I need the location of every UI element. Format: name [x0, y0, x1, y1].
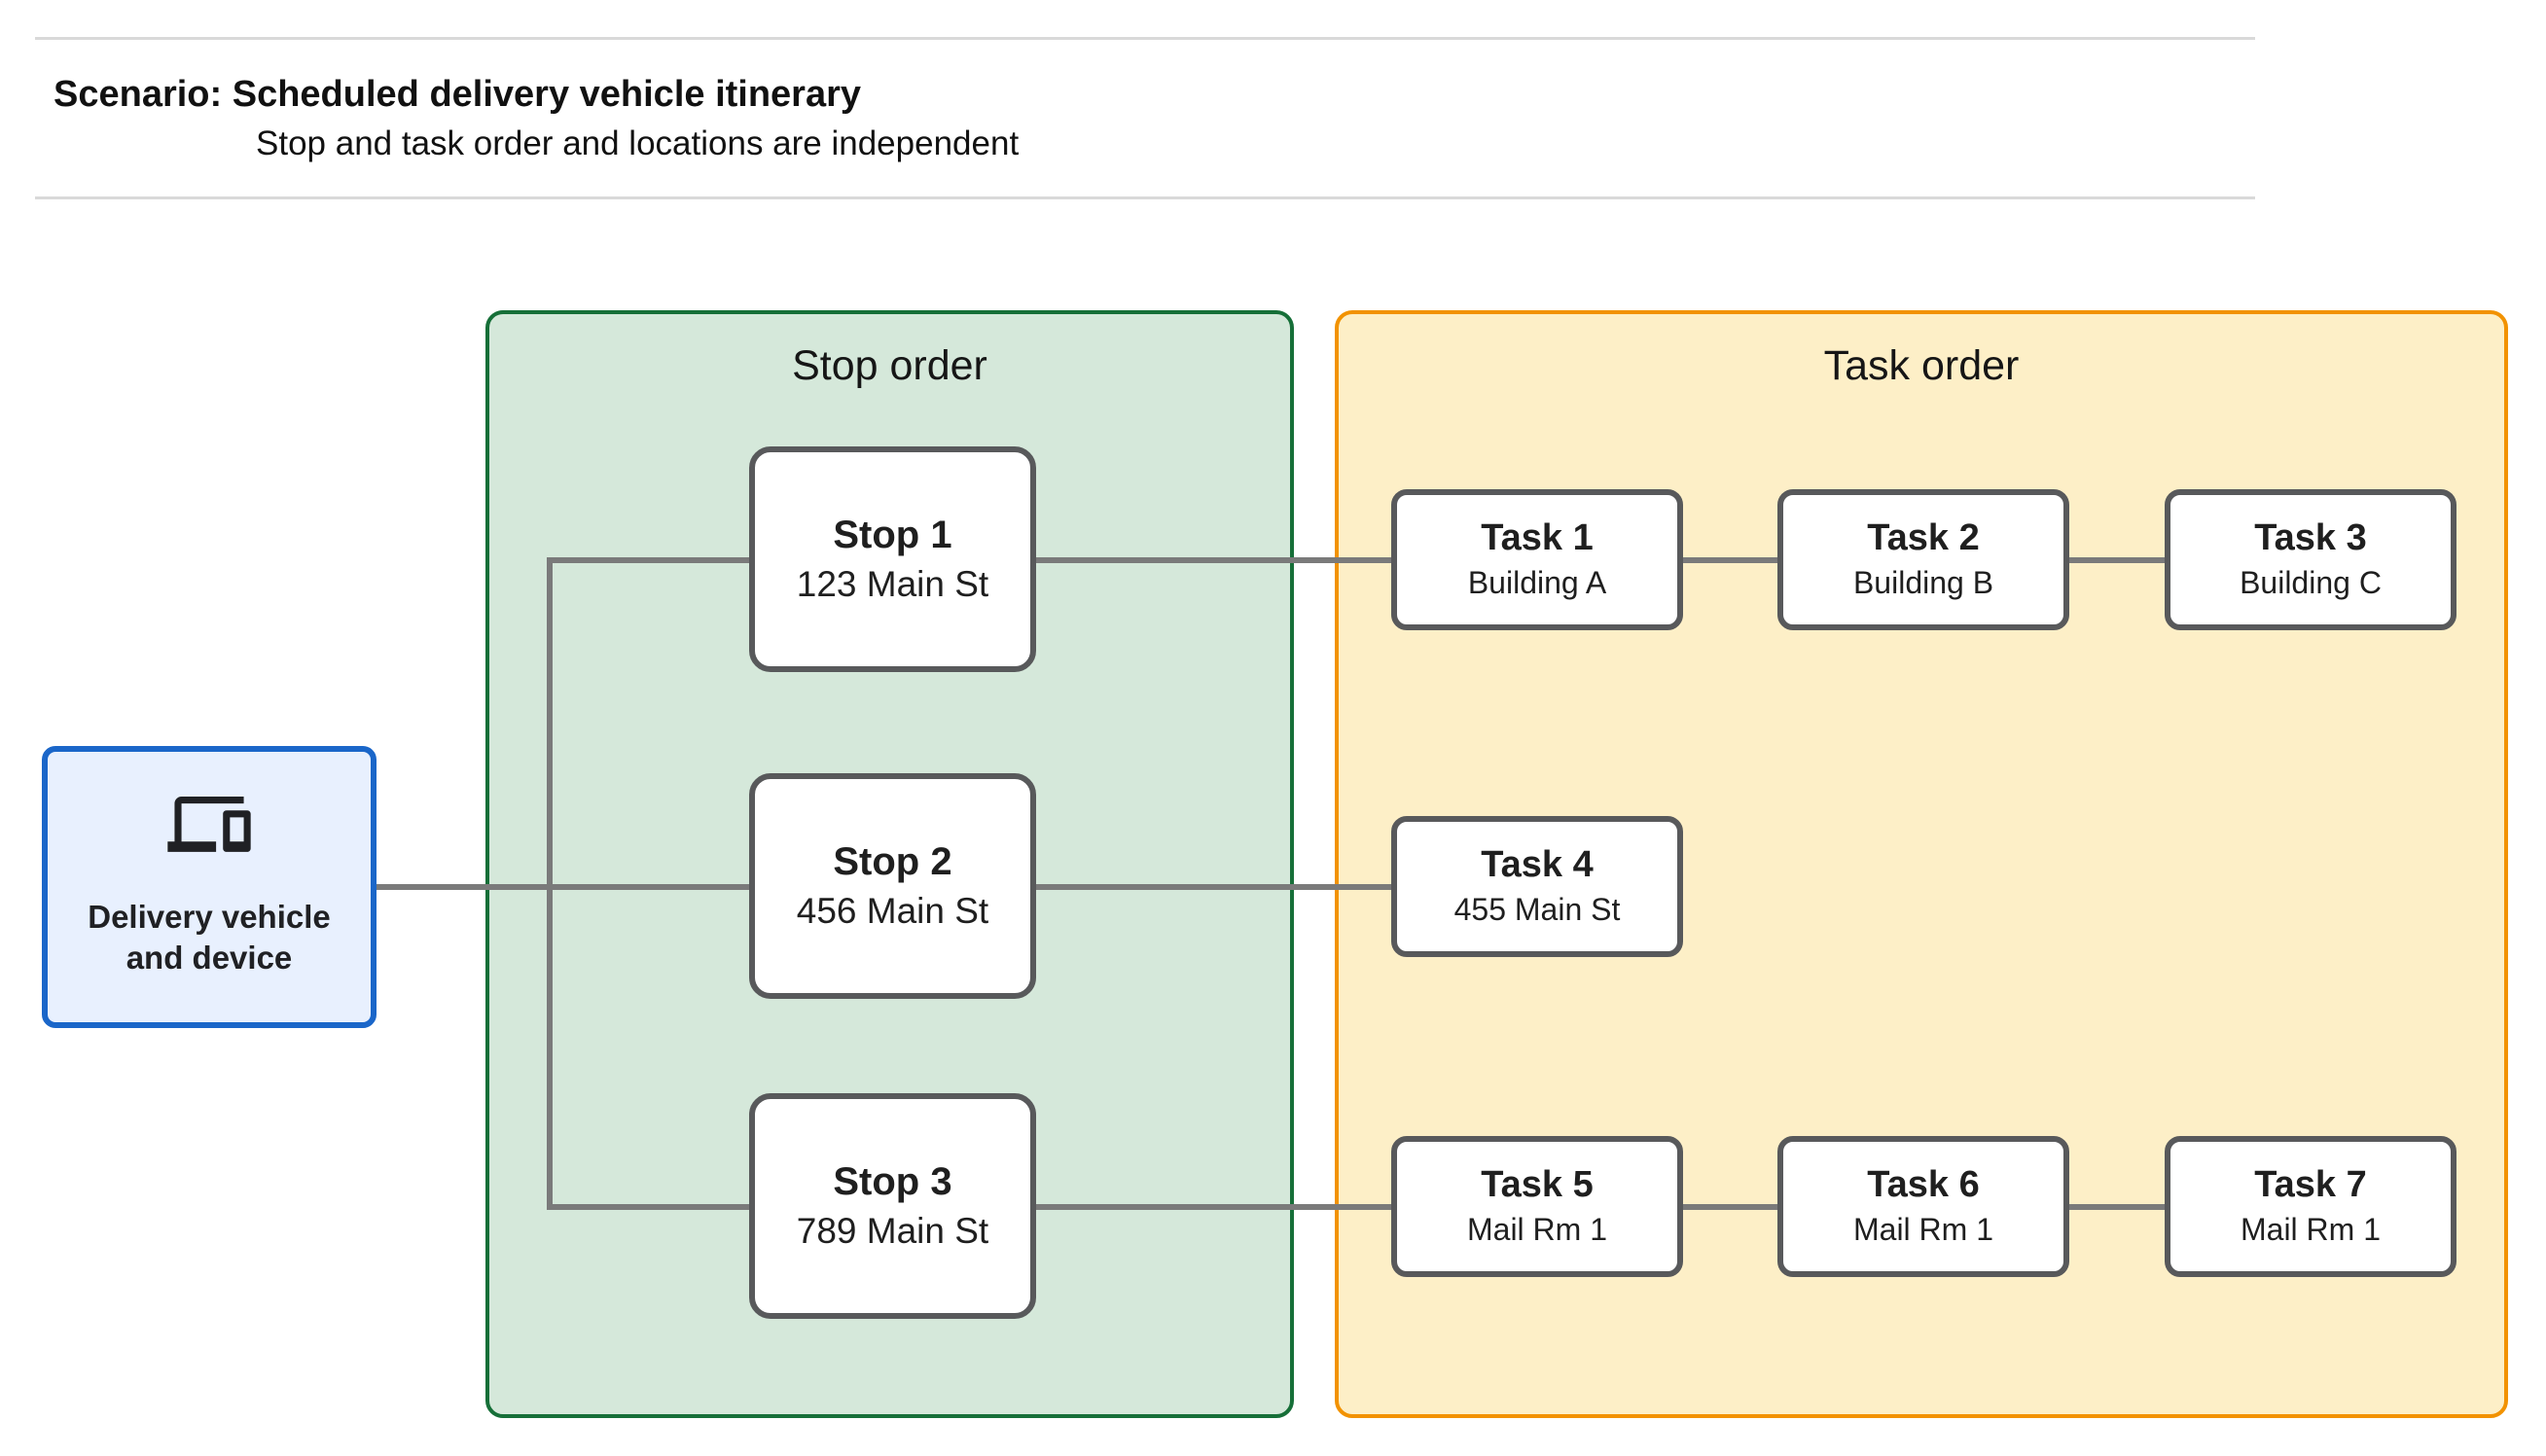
connector-task6-to-task7: [2069, 1204, 2165, 1210]
node-subtitle: 455 Main St: [1453, 892, 1621, 928]
node-title: Task 4: [1481, 843, 1594, 885]
stop-order-panel-title: Stop order: [792, 342, 987, 389]
task-6-node: Task 6 Mail Rm 1: [1777, 1136, 2069, 1277]
connector-stop2-to-task4: [1036, 884, 1391, 890]
page-title: Scenario: Scheduled delivery vehicle iti…: [54, 74, 862, 115]
node-subtitle: Mail Rm 1: [2240, 1212, 2381, 1248]
node-title: Stop 2: [833, 839, 952, 883]
node-title: Task 6: [1867, 1163, 1980, 1205]
vehicle-label: Delivery vehicle and device: [88, 899, 331, 976]
connector-trunk-to-stop3: [547, 1204, 749, 1210]
task-3-node: Task 3 Building C: [2165, 489, 2456, 630]
task-5-node: Task 5 Mail Rm 1: [1391, 1136, 1683, 1277]
page-subtitle: Stop and task order and locations are in…: [256, 124, 1020, 162]
node-title: Task 3: [2254, 516, 2367, 558]
node-subtitle: Building C: [2240, 565, 2382, 601]
connector-task5-to-task6: [1683, 1204, 1777, 1210]
stop-3-node: Stop 3 789 Main St: [749, 1093, 1036, 1319]
header-rule: [35, 196, 2255, 199]
node-subtitle: Mail Rm 1: [1852, 1212, 1993, 1248]
connector-stops-trunk: [547, 557, 553, 1210]
node-title: Task 1: [1481, 516, 1594, 558]
task-1-node: Task 1 Building A: [1391, 489, 1683, 630]
stop-1-node: Stop 1 123 Main St: [749, 446, 1036, 672]
connector-trunk-to-stop1: [547, 557, 749, 563]
task-order-panel-title: Task order: [1823, 342, 2020, 389]
connector-task2-to-task3: [2069, 557, 2165, 563]
node-subtitle: 789 Main St: [796, 1210, 989, 1251]
connector-stop1-to-task1: [1036, 557, 1391, 563]
node-subtitle: 123 Main St: [796, 563, 989, 604]
node-subtitle: Building B: [1852, 565, 1994, 601]
node-subtitle: 456 Main St: [796, 890, 989, 931]
devices-icon: [166, 797, 252, 864]
task-4-node: Task 4 455 Main St: [1391, 816, 1683, 957]
node-title: Stop 1: [833, 513, 952, 556]
stop-2-node: Stop 2 456 Main St: [749, 773, 1036, 999]
node-title: Stop 3: [833, 1159, 952, 1203]
node-subtitle: Mail Rm 1: [1466, 1212, 1607, 1248]
connector-vehicle-to-stops: [377, 884, 749, 890]
connector-stop3-to-task5: [1036, 1204, 1391, 1210]
connector-task1-to-task2: [1683, 557, 1777, 563]
task-7-node: Task 7 Mail Rm 1: [2165, 1136, 2456, 1277]
node-title: Task 2: [1867, 516, 1980, 558]
node-subtitle: Building A: [1467, 565, 1607, 601]
top-rule: [35, 37, 2255, 40]
node-title: Task 7: [2254, 1163, 2367, 1205]
delivery-vehicle-node: Delivery vehicle and device: [42, 746, 377, 1028]
node-title: Task 5: [1481, 1163, 1594, 1205]
task-2-node: Task 2 Building B: [1777, 489, 2069, 630]
